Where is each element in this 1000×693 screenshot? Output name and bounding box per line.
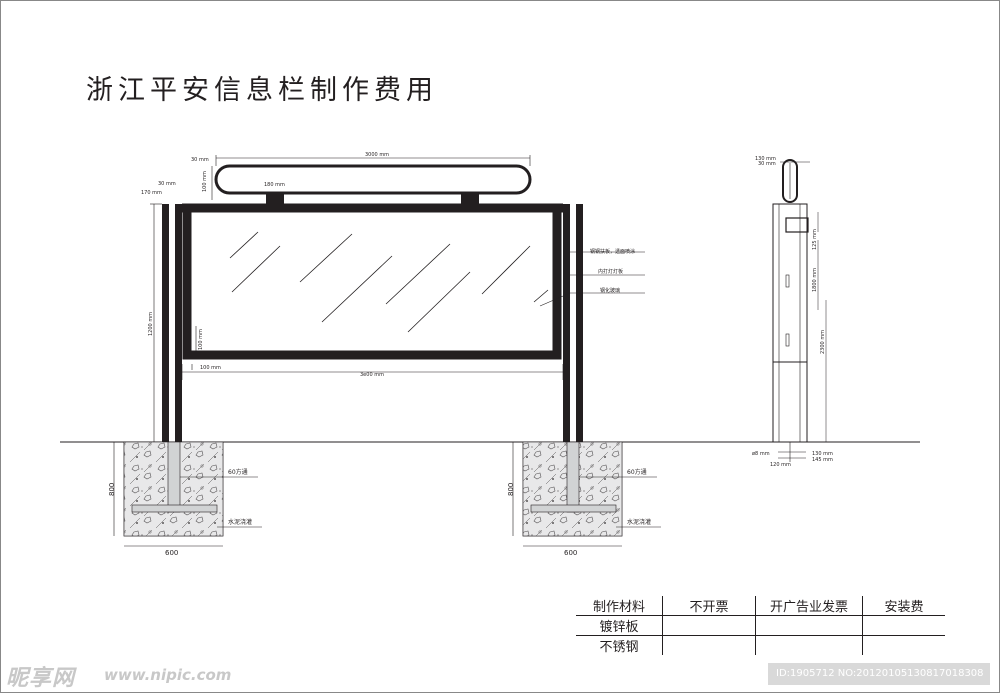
cost-table: 制作材料 不开票 开广告业发票 安装费 镀锌板 不锈钢 — [576, 596, 945, 655]
side-base-d: 120 mm — [770, 462, 791, 468]
dim-bracket-width: 180 mm — [264, 182, 285, 188]
dim-post-offset: 170 mm — [141, 190, 162, 196]
post-right-inner — [563, 204, 570, 442]
side-base-b: 145 mm — [812, 457, 833, 463]
watermark-logo: 昵享网 — [6, 666, 76, 691]
foundation-right-width: 600 — [564, 549, 577, 557]
table-row: 镀锌板 — [576, 615, 945, 636]
table-cell: 不锈钢 — [599, 640, 639, 655]
dim-post-width: 30 mm — [158, 181, 176, 187]
table-cell — [862, 615, 945, 636]
callout-light: 内打灯灯板 — [598, 268, 623, 275]
foundation-right-pipe: 60方通 — [627, 468, 647, 476]
foundation-right-depth: 800 — [507, 483, 515, 496]
board-frame — [182, 203, 562, 360]
side-top-a: 130 mm — [755, 156, 776, 162]
side-view — [772, 159, 827, 462]
foundation-right-base: 水泥浇灌 — [627, 518, 651, 526]
dim-top-width: 3000 mm — [365, 152, 389, 158]
dim-frame-bottom: 100 mm — [198, 329, 204, 350]
foundation-left-base: 水泥浇灌 — [228, 518, 252, 526]
table-cell — [662, 615, 756, 636]
dim-sign-thickness: 30 mm — [191, 157, 209, 163]
dim-board-width: 3e00 mm — [360, 372, 384, 378]
side-dim-a: 125 mm — [812, 229, 818, 250]
dim-board-height: 1200 mm — [148, 312, 154, 336]
foundation-left-pipe: 60方通 — [228, 468, 248, 476]
top-sign — [214, 164, 532, 195]
sign-bracket-left — [266, 193, 284, 204]
foundation-right: 800 600 60方通 水泥浇灌 — [507, 441, 661, 557]
side-dim-c: 2300 mm — [820, 330, 826, 354]
table-cell: 镀锌板 — [576, 615, 663, 636]
table-header-cell: 安装费 — [862, 596, 945, 616]
table-header-cell: 开广告业发票 — [755, 596, 863, 616]
callout-glass: 钢化玻璃 — [600, 287, 620, 294]
table-header-cell: 制作材料 — [576, 596, 663, 616]
dim-frame-side: 100 mm — [200, 365, 221, 371]
side-top-b: 30 mm — [758, 161, 776, 167]
table-cell — [662, 635, 756, 655]
foundation-left: 800 600 60方通 水泥浇灌 — [108, 441, 262, 557]
table-header-cell: 不开票 — [662, 596, 756, 616]
front-dimensions — [150, 155, 645, 442]
side-base-c: ø8 mm — [752, 451, 770, 457]
callout-frame: 钢钢扶板，透面喷涂 — [590, 248, 635, 255]
table-row: 不锈钢 — [576, 635, 945, 655]
table-cell — [862, 635, 945, 655]
table-header-row: 制作材料 不开票 开广告业发票 安装费 — [576, 596, 945, 616]
post-left-inner — [175, 204, 182, 442]
watermark-url: www.nipic.com — [104, 666, 232, 684]
foundation-left-width: 600 — [165, 549, 178, 557]
table-cell — [755, 615, 863, 636]
sign-bracket-right — [461, 193, 479, 204]
side-base-a: 130 mm — [812, 451, 833, 457]
side-dim-b: 1800 mm — [812, 268, 818, 292]
page-title: 浙江平安信息栏制作费用 — [86, 75, 438, 106]
post-right-outer — [576, 204, 583, 442]
image-id-bar: ID:1905712 NO:20120105130817018308 — [768, 663, 990, 685]
table-cell — [755, 635, 863, 655]
glass-reflections — [229, 231, 549, 333]
front-view: 3000 mm 30 mm 100 mm 180 mm 30 mm 170 mm… — [141, 152, 645, 442]
post-left-outer — [162, 204, 169, 442]
dim-sign-gap: 100 mm — [202, 171, 208, 192]
foundation-left-depth: 800 — [108, 483, 116, 496]
